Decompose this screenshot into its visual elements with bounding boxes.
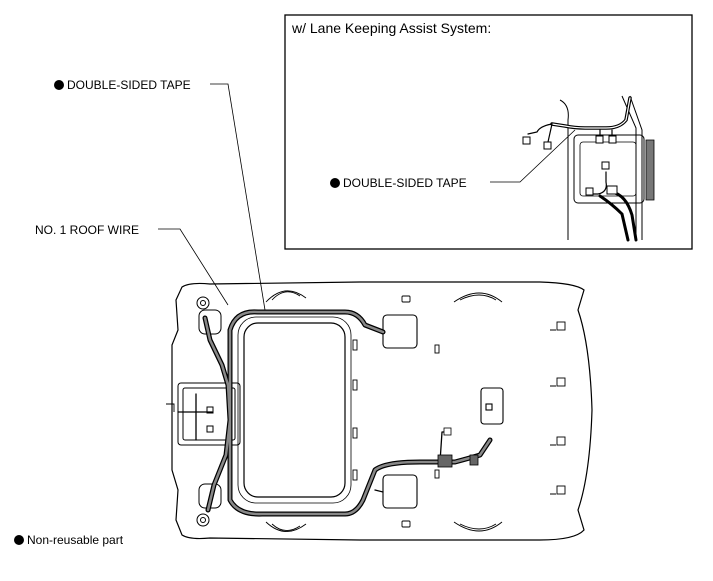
callout-leaders — [158, 83, 266, 311]
inset-panel — [284, 14, 693, 250]
inset-connector — [595, 135, 604, 144]
no1-roof-wire-harness — [177, 309, 493, 517]
inset-tape-strip — [645, 139, 655, 201]
inset-connector — [608, 135, 617, 144]
inset-connector — [543, 141, 552, 150]
headliner-clips — [352, 295, 566, 528]
sunroof-opening — [243, 322, 346, 498]
headliner-outline — [171, 281, 593, 541]
legend-text: Non-reusable part — [27, 533, 124, 547]
inset-headliner-edge — [559, 99, 569, 240]
inset-tape-callout: DOUBLE-SIDED TAPE — [330, 176, 467, 190]
tape-callout: DOUBLE-SIDED TAPE — [54, 78, 191, 92]
inset-connector — [606, 185, 618, 195]
assist-grip-recesses — [265, 290, 503, 532]
roof-modules — [382, 314, 504, 509]
non-reusable-marker-icon — [330, 178, 340, 188]
tape-leader — [210, 83, 266, 311]
rear-dome-lamp — [382, 474, 418, 509]
inset-frame — [284, 14, 693, 250]
inset-tape-label: DOUBLE-SIDED TAPE — [343, 176, 467, 190]
inset-connector — [585, 187, 594, 196]
legend: Non-reusable part — [14, 533, 123, 547]
inset-connector — [601, 161, 610, 170]
front-bracket — [166, 382, 241, 446]
tape-label: DOUBLE-SIDED TAPE — [67, 78, 191, 92]
inset-title: w/ Lane Keeping Assist System: — [292, 20, 492, 36]
roof-wire-leader — [158, 228, 229, 306]
inset-wire-harness — [527, 96, 638, 242]
roof-wire-callout: NO. 1 ROOF WIRE — [35, 223, 140, 237]
inset-connector — [522, 136, 531, 145]
non-reusable-marker-icon — [54, 80, 64, 90]
front-dome-lamp — [382, 314, 418, 349]
filled-circle-icon — [14, 535, 24, 545]
inset-tape-leader — [490, 129, 576, 183]
